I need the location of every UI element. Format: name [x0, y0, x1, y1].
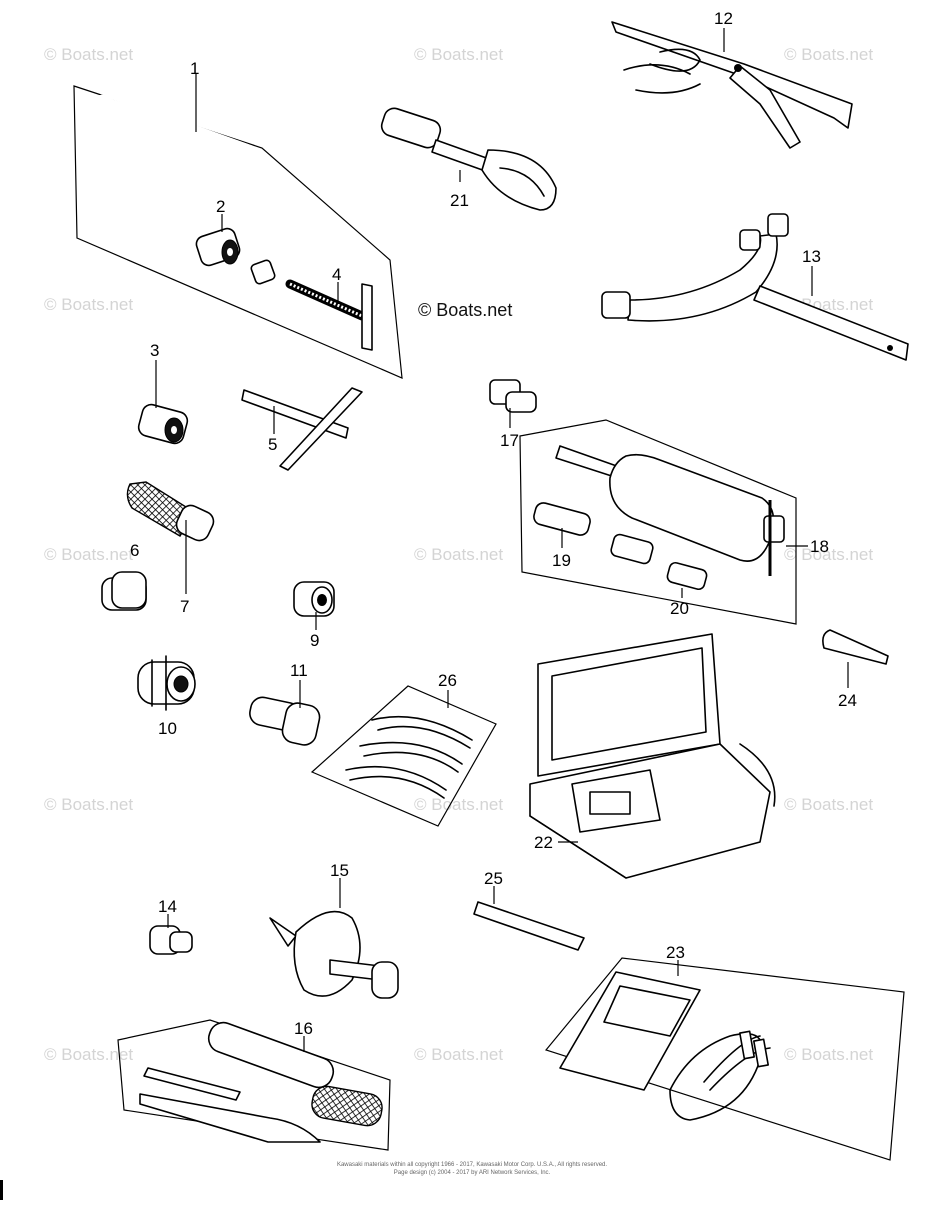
callout-6: 6 — [130, 541, 139, 560]
part-16-kit — [117, 1019, 391, 1151]
watermark: © Boats.net — [44, 45, 133, 64]
watermark: © Boats.net — [44, 295, 133, 314]
callout-7: 7 — [180, 597, 189, 616]
part-23-tester — [544, 957, 905, 1161]
part-22-case — [529, 633, 776, 879]
part-1-kit — [73, 85, 403, 379]
callout-22: 22 — [534, 833, 553, 852]
callout-14: 14 — [158, 897, 177, 916]
callout-17: 17 — [500, 431, 519, 450]
part-9-adapter — [293, 581, 335, 617]
callout-13: 13 — [802, 247, 821, 266]
callout-1: 1 — [190, 59, 199, 78]
part-20-adapter — [666, 561, 708, 591]
part-6-adapter — [101, 571, 147, 611]
callout-23: 23 — [666, 943, 685, 962]
callout-21: 21 — [450, 191, 469, 210]
part-12-pliers — [611, 21, 853, 149]
watermark: © Boats.net — [44, 545, 133, 564]
part-19-adapter — [533, 502, 591, 536]
leader-lines — [155, 28, 849, 1052]
watermark: © Boats.net — [44, 795, 133, 814]
callout-11: 11 — [290, 661, 308, 680]
callout-12: 12 — [714, 9, 733, 28]
part-2-collet — [195, 227, 241, 267]
watermark: © Boats.net — [784, 795, 873, 814]
part-25-rod — [473, 901, 585, 951]
callout-19: 19 — [552, 551, 571, 570]
part-3-collet — [137, 403, 189, 445]
callout-25: 25 — [484, 869, 503, 888]
callout-18: 18 — [810, 537, 829, 556]
part-26-shim-kit — [310, 685, 497, 827]
part-5-t-handle — [241, 387, 363, 471]
callout-15: 15 — [330, 861, 349, 880]
watermark: © Boats.net — [44, 1045, 133, 1064]
edge-marker — [0, 1180, 3, 1200]
watermark-main: © Boats.net — [418, 300, 512, 320]
part-18-kit — [519, 419, 797, 625]
part-10-bushing — [137, 655, 196, 711]
callout-5: 5 — [268, 435, 277, 454]
watermark: © Boats.net — [784, 1045, 873, 1064]
callout-labels: 1 2 3 4 5 6 7 9 10 11 12 13 14 15 16 17 … — [130, 9, 857, 1038]
part-13-holder — [601, 213, 909, 361]
callout-26: 26 — [438, 671, 457, 690]
watermark-group: © Boats.net © Boats.net © Boats.net © Bo… — [44, 45, 873, 1064]
copyright-line-2: Page design (c) 2004 - 2017 by ARI Netwo… — [394, 1170, 551, 1176]
callout-10: 10 — [158, 719, 177, 738]
watermark: © Boats.net — [414, 1045, 503, 1064]
part-21-wrench — [380, 107, 557, 211]
watermark: © Boats.net — [414, 545, 503, 564]
callout-3: 3 — [150, 341, 159, 360]
part-14-driver — [149, 925, 193, 955]
callout-2: 2 — [216, 197, 225, 216]
part-15-puller — [269, 910, 399, 999]
callout-4: 4 — [332, 265, 341, 284]
part-11-driver — [249, 696, 321, 746]
part-24-cone — [822, 629, 889, 665]
part-17-fitting — [489, 379, 537, 413]
callout-16: 16 — [294, 1019, 313, 1038]
watermark: © Boats.net — [784, 45, 873, 64]
part-7-knurled-handle — [126, 481, 215, 542]
callout-20: 20 — [670, 599, 689, 618]
watermark: © Boats.net — [784, 545, 873, 564]
callout-24: 24 — [838, 691, 857, 710]
watermark: © Boats.net — [414, 795, 503, 814]
callout-9: 9 — [310, 631, 319, 650]
part-4-threaded-bar — [285, 279, 373, 351]
copyright-line-1: Kawasaki materials within all copyright … — [337, 1162, 607, 1168]
watermark: © Boats.net — [414, 45, 503, 64]
